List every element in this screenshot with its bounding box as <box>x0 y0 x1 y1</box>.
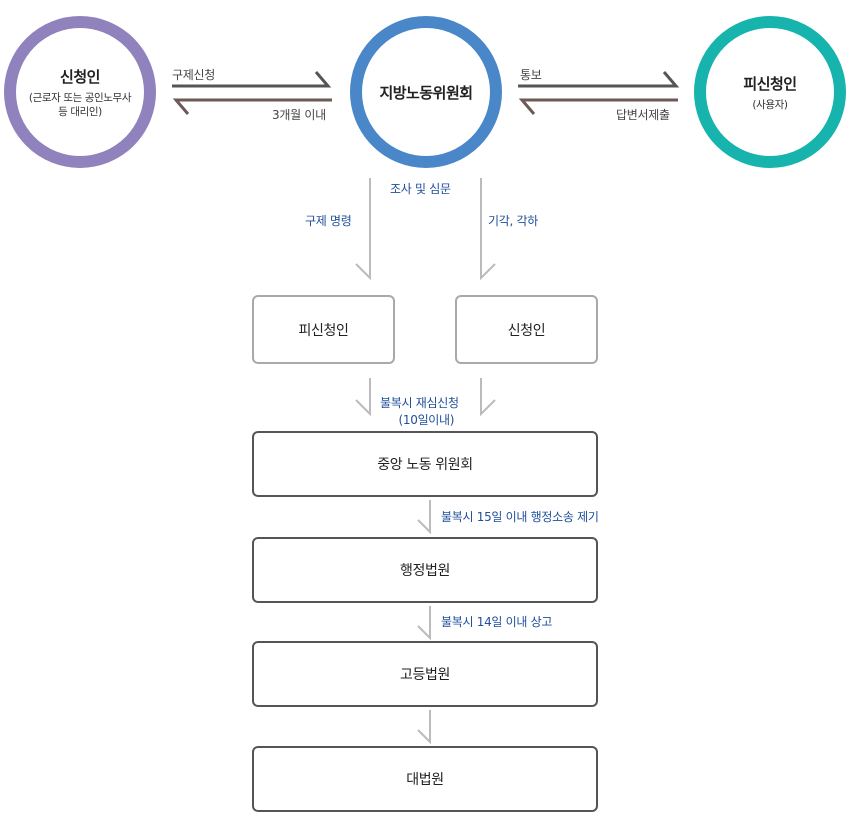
arrow-3months <box>172 98 332 115</box>
note-reexamination-line1: 불복시 재심신청 <box>380 396 459 410</box>
note-reexamination: 불복시 재심신청 (10일이내) <box>380 394 459 428</box>
label-apply: 구제신청 <box>172 68 215 82</box>
arrow-supreme <box>417 710 431 745</box>
arrow-reexam-right <box>480 378 496 417</box>
applicant-sub-line1: (근로자 또는 공인노무사 <box>28 91 132 104</box>
supreme-court-box: 대법원 <box>252 746 598 812</box>
outcome-applicant-box: 신청인 <box>455 295 598 364</box>
arrow-dismiss <box>480 178 496 281</box>
local-labor-committee-node: 지방노동위원회 <box>350 16 502 168</box>
applicant-title: 신청인 <box>60 67 100 86</box>
administrative-court-box: 행정법원 <box>252 537 598 603</box>
label-notify: 통보 <box>520 68 542 82</box>
arrow-remedy-order <box>355 178 371 281</box>
label-3months: 3개월 이내 <box>272 108 326 122</box>
applicant-subtitle: (근로자 또는 공인노무사 등 대리인) <box>28 91 132 119</box>
arrow-apply <box>172 71 332 88</box>
high-court-box: 고등법원 <box>252 641 598 707</box>
central-labor-committee-box: 중앙 노동 위원회 <box>252 431 598 497</box>
note-reexamination-line2: (10일이내) <box>398 413 455 427</box>
respondent-title: 피신청인 <box>743 74 797 93</box>
label-remedy-order: 구제 명령 <box>305 214 352 228</box>
arrow-admin-suit <box>417 500 431 535</box>
committee-title: 지방노동위원회 <box>379 83 473 102</box>
arrow-notify <box>518 71 680 88</box>
outcome-respondent-box: 피신청인 <box>252 295 395 364</box>
note-appeal: 불복시 14일 이내 상고 <box>441 615 553 629</box>
applicant-node: 신청인 (근로자 또는 공인노무사 등 대리인) <box>4 16 156 168</box>
arrow-appeal <box>417 606 431 641</box>
label-dismissal: 기각, 각하 <box>488 214 538 228</box>
note-admin-suit: 불복시 15일 이내 행정소송 제기 <box>441 510 599 524</box>
applicant-sub-line2: 등 대리인) <box>58 105 102 118</box>
arrow-reply <box>518 98 678 115</box>
respondent-subtitle: (사용자) <box>752 98 788 111</box>
label-reply: 답변서제출 <box>616 108 670 122</box>
respondent-node: 피신청인 (사용자) <box>694 16 846 168</box>
arrow-reexam-left <box>355 378 371 417</box>
label-investigation: 조사 및 심문 <box>390 182 451 196</box>
